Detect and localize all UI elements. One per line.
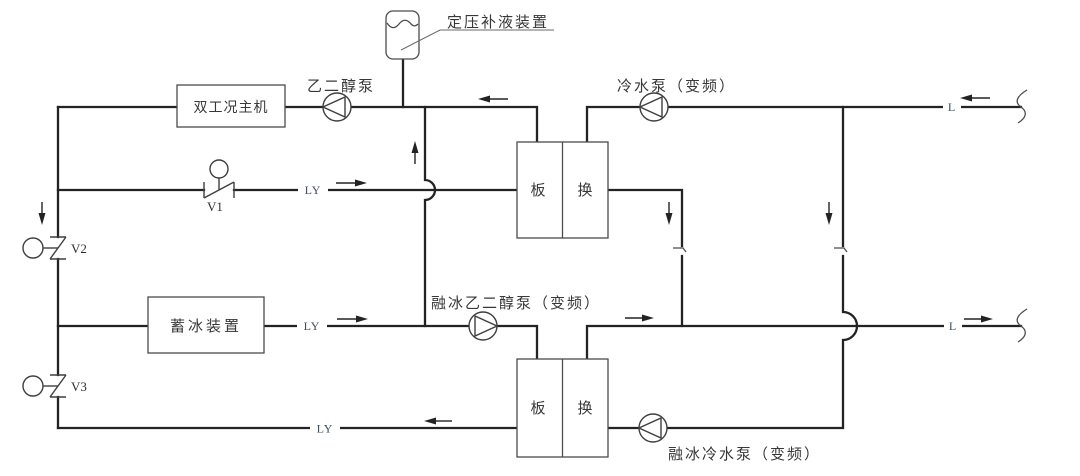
tank-label-leader-line — [400, 29, 554, 51]
pipe-chilled-water-supply-line — [585, 324, 1023, 361]
dual-mode-chiller-label: 双工况主机 — [194, 100, 269, 116]
flow-arrow-down-left-riser — [38, 202, 46, 225]
tank-liquid-level-wave — [386, 19, 419, 29]
hx-upper-exchange-char: 换 — [577, 182, 594, 199]
flow-arrow-left-return-inlet — [960, 94, 990, 102]
pipe-tags: LY LY LY L L — [297, 100, 962, 436]
valve-v1-label: V1 — [207, 199, 223, 214]
pipe-chilled-water-top-header — [585, 105, 1023, 144]
flow-arrow-down-right-riser — [825, 202, 833, 225]
flow-arrow-down-hx-outlet — [665, 202, 673, 225]
dual-mode-chiller: 双工况主机 — [176, 84, 286, 128]
expansion-tank-label: 定压补液装置 — [447, 14, 549, 31]
valve-v2: V2 — [22, 236, 87, 260]
flow-arrow-right-supply-line — [625, 314, 654, 322]
flow-arrow-left-top-header — [478, 95, 508, 103]
flow-arrow-up-center-riser — [411, 141, 419, 164]
pipe-tag-ly-3: LY — [317, 422, 334, 436]
valve-v1: V1 — [203, 159, 235, 214]
flow-arrows — [38, 94, 993, 425]
pipe-right-riser-and-bottom-run — [606, 105, 859, 430]
hx-lower-plate-char: 板 — [530, 399, 547, 417]
valve-v2-label: V2 — [71, 241, 87, 256]
flow-arrow-left-bottom-return — [424, 417, 452, 425]
hx-upper-plate-char: 板 — [530, 181, 547, 199]
ice-melt-water-pump-label: 融冰冷水泵（变频） — [668, 446, 821, 463]
ice-melt-glycol-pump: 融冰乙二醇泵（变频） — [431, 295, 601, 341]
pump-impeller-icon — [474, 314, 499, 338]
expansion-tank: 定压补液装置 — [385, 10, 554, 60]
pipe-tag-l-bottom: L — [949, 319, 957, 333]
pipe-center-riser-with-crossover — [423, 105, 437, 328]
pipe-union-tick-right — [834, 247, 848, 253]
pipe-ice-melt-glycol-line — [56, 324, 539, 361]
pipe-glycol-top-header — [56, 105, 539, 144]
pipe-upper-hx-water-outlet — [606, 188, 684, 328]
glycol-pump-label: 乙二醇泵 — [307, 78, 375, 95]
pipe-union-tick-left — [673, 247, 687, 253]
flow-arrow-right-supply-outlet — [964, 315, 993, 323]
pipe-break-symbol-top — [1016, 89, 1028, 124]
flow-arrow-right-ice-melt-line — [337, 315, 368, 323]
valve-v3-label: V3 — [71, 379, 87, 394]
plate-heat-exchanger-lower: 板 换 — [516, 358, 609, 458]
pipe-tag-ly-1: LY — [305, 183, 322, 197]
hx-lower-exchange-char: 换 — [577, 400, 594, 417]
valve-v3: V3 — [22, 374, 87, 398]
ice-melt-glycol-pump-label: 融冰乙二醇泵（变频） — [431, 295, 601, 312]
pump-impeller-icon — [637, 416, 662, 440]
pipe-tag-ly-2: LY — [304, 319, 321, 333]
plate-heat-exchanger-upper: 板 换 — [516, 141, 609, 239]
ice-melt-water-pump: 融冰冷水泵（变频） — [637, 413, 821, 463]
chilled-water-pump: 冷水泵（变频） — [617, 78, 736, 122]
pump-impeller-icon — [321, 95, 346, 119]
pipe-break-symbol-bottom — [1016, 308, 1028, 343]
pipe-tag-l-top: L — [948, 100, 956, 114]
pump-impeller-icon — [638, 95, 663, 119]
flow-arrow-right-v1-branch — [336, 179, 367, 187]
pipe-network — [56, 57, 1023, 430]
ice-storage-label: 蓄冰装置 — [170, 318, 242, 335]
chilled-water-pump-label: 冷水泵（变频） — [617, 78, 736, 95]
ice-storage-device: 蓄冰装置 — [147, 296, 265, 354]
glycol-pump: 乙二醇泵 — [307, 78, 375, 122]
